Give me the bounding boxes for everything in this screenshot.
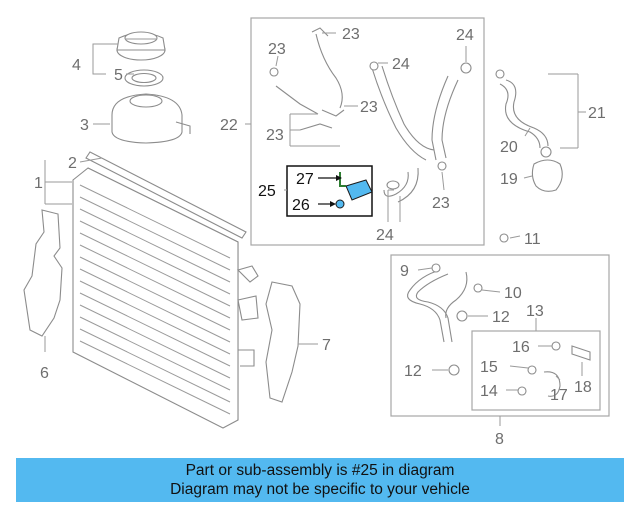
air-guide-right-drawing [265, 281, 301, 403]
callout-23d: 23 [266, 127, 284, 144]
part-25-coolant-pipe-highlight [335, 172, 373, 209]
callout-17: 17 [550, 387, 568, 404]
callout-9: 9 [400, 263, 409, 280]
callout-15: 15 [480, 359, 498, 376]
callout-19: 19 [500, 171, 518, 188]
callout-3: 3 [80, 117, 89, 134]
callout-23b: 23 [342, 26, 360, 43]
pump-hose-group-drawing [495, 69, 563, 243]
expansion-tank-drawing [111, 93, 191, 144]
leader-lines [44, 32, 586, 426]
callout-21: 21 [588, 105, 606, 122]
group-box-22 [250, 17, 485, 246]
callout-26: 26 [292, 197, 310, 214]
callout-23a: 23 [268, 41, 286, 58]
callout-2: 2 [68, 155, 77, 172]
callout-10: 10 [504, 285, 522, 302]
reservoir-cap-drawing [116, 31, 166, 61]
parts-diagram: 1 2 3 4 5 6 7 8 9 10 11 12 13 14 15 16 1… [23, 17, 610, 448]
callout-5: 5 [114, 67, 123, 84]
callout-6: 6 [40, 365, 49, 382]
radiator-drawing [72, 167, 259, 429]
callout-8: 8 [495, 431, 504, 448]
callout-4: 4 [72, 57, 81, 74]
callout-12a: 12 [492, 309, 510, 326]
hose-group-22-drawing [269, 27, 472, 203]
seal-ring-drawing [124, 69, 164, 87]
callout-18: 18 [574, 379, 592, 396]
banner-line-1: Part or sub-assembly is #25 in diagram [185, 462, 455, 479]
callout-24c: 24 [376, 227, 394, 244]
callout-25: 25 [258, 183, 276, 200]
callout-20: 20 [500, 139, 518, 156]
callout-16: 16 [512, 339, 530, 356]
callout-13: 13 [526, 303, 544, 320]
callout-11: 11 [524, 231, 541, 248]
callout-24a: 24 [456, 27, 474, 44]
highlight-leaders [318, 175, 342, 207]
callout-22: 22 [220, 117, 238, 134]
callout-7: 7 [322, 337, 331, 354]
banner-line-2: Diagram may not be specific to your vehi… [170, 481, 470, 498]
pipe-group-8-drawing [407, 263, 591, 397]
callout-labels: 1 2 3 4 5 6 7 8 9 10 11 12 13 14 15 16 1… [34, 26, 606, 448]
callout-23c: 23 [360, 99, 378, 116]
air-guide-left-drawing [23, 209, 63, 337]
callout-27: 27 [296, 171, 314, 188]
callout-24b: 24 [392, 56, 410, 73]
callout-12b: 12 [404, 363, 422, 380]
callout-1: 1 [34, 175, 43, 192]
callout-23e: 23 [432, 195, 450, 212]
info-banner: Part or sub-assembly is #25 in diagram D… [16, 458, 624, 502]
seal-strip-drawing [85, 151, 247, 239]
callout-14: 14 [480, 383, 498, 400]
